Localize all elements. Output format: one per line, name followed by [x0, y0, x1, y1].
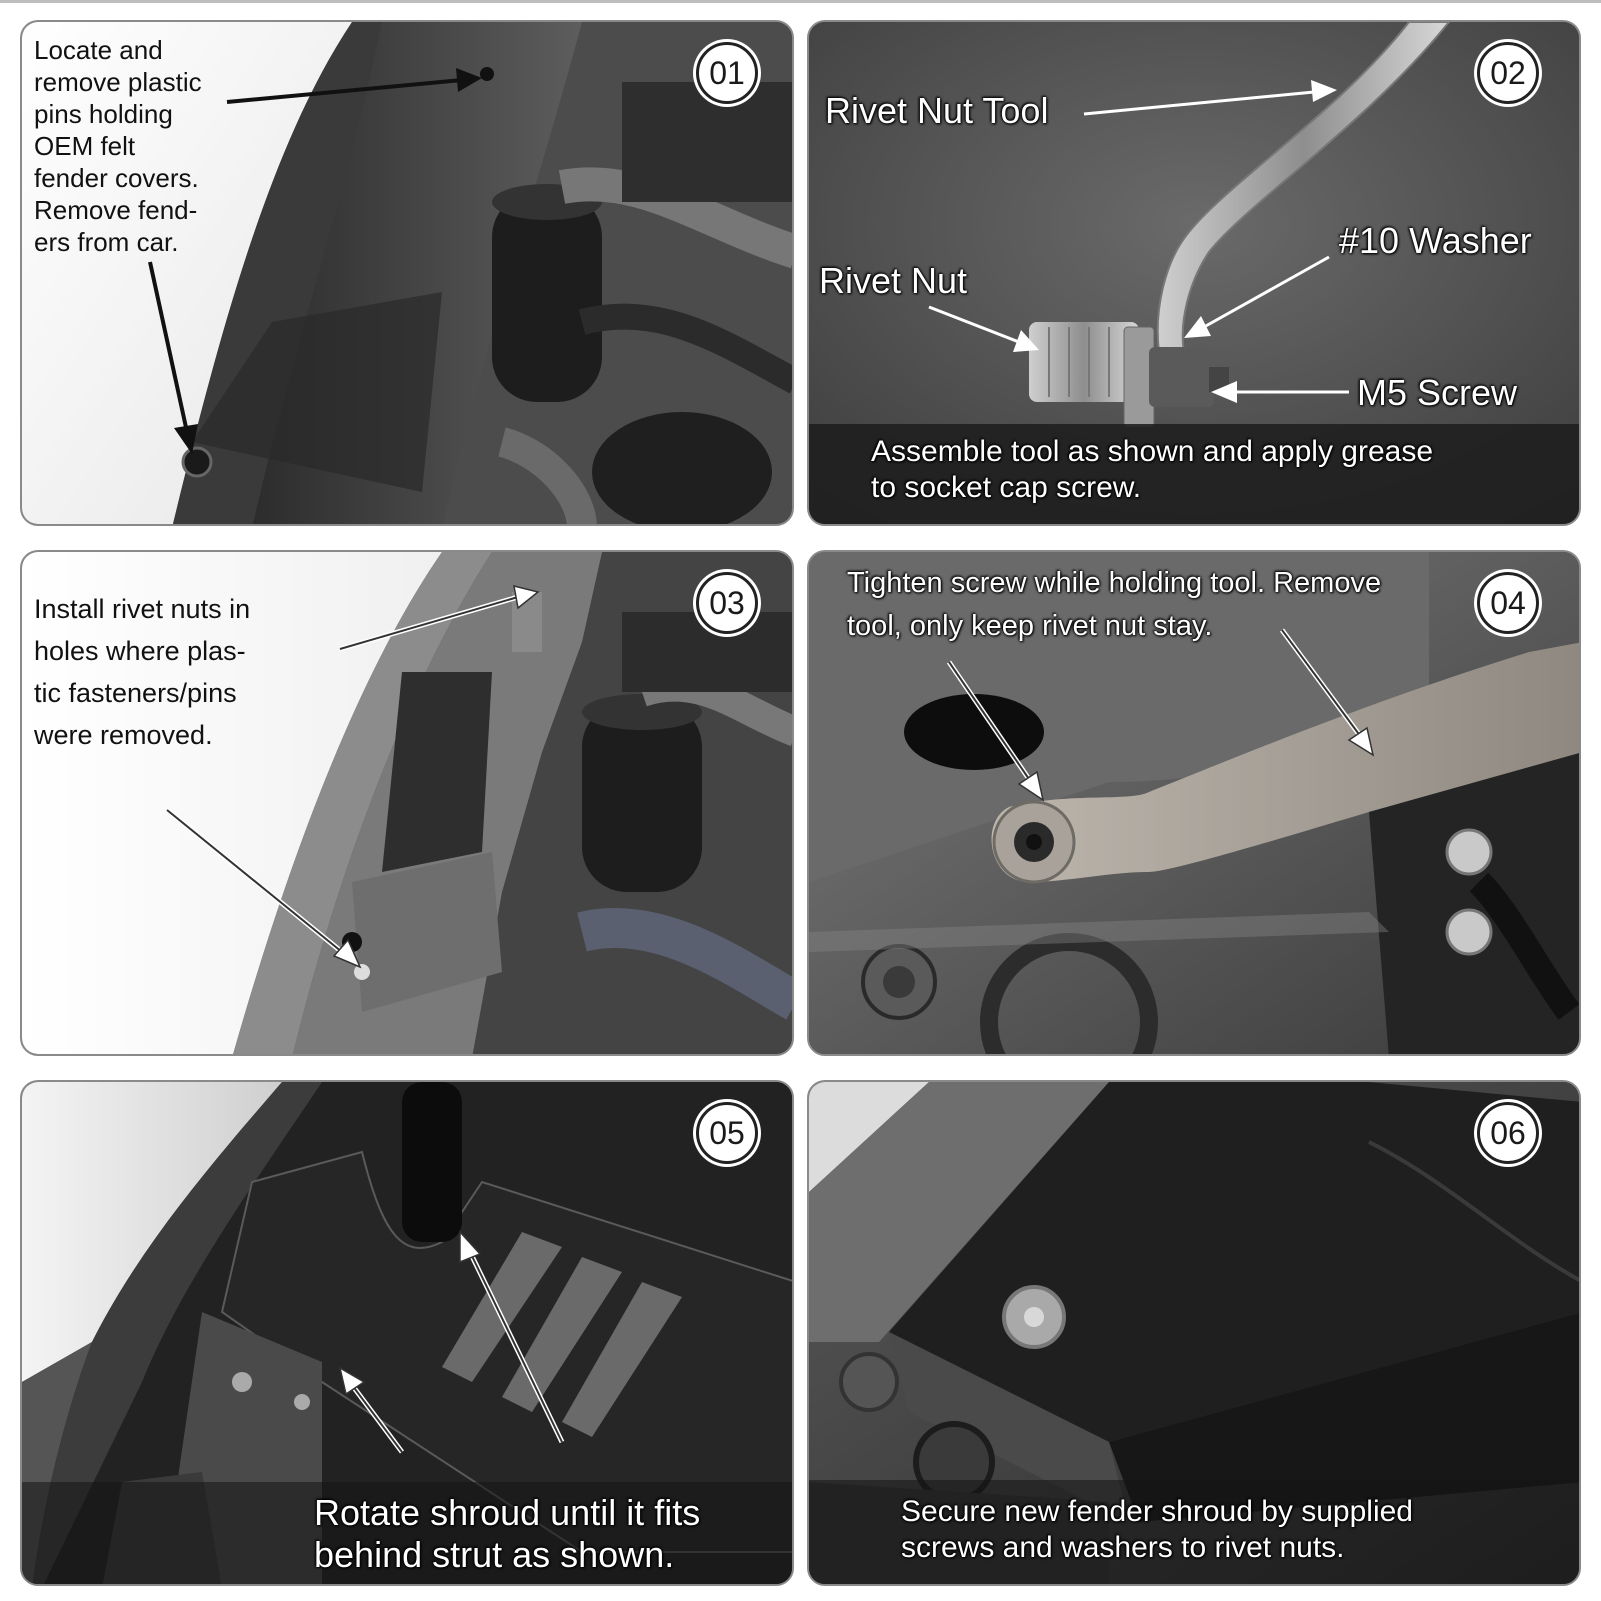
step-02-caption: Assemble tool as shown and apply grease …	[871, 434, 1433, 506]
caption-line: Tighten screw while holding tool. Remove	[847, 567, 1382, 599]
step-panel-05: Rotate shroud until it fits behind strut…	[20, 1080, 794, 1586]
step-panel-03: Install rivet nuts in holes where plas- …	[20, 550, 794, 1056]
step-panel-06: Secure new fender shroud by supplied scr…	[807, 1080, 1581, 1586]
rivet-install-photo	[809, 552, 1579, 1054]
shroud-secure-photo	[809, 1082, 1579, 1584]
step-06-caption: Secure new fender shroud by supplied scr…	[901, 1494, 1413, 1566]
label-rivet-nut-tool: Rivet Nut Tool	[825, 90, 1049, 131]
step-01-instructions: Locate and remove plastic pins holding O…	[34, 34, 202, 258]
instruction-line: tic fasteners/pins	[34, 678, 237, 708]
top-divider	[0, 0, 1601, 3]
instruction-line: were removed.	[34, 720, 213, 750]
instruction-line: Locate and	[34, 35, 163, 65]
step-panel-02: Rivet Nut Tool #10 Washer Rivet Nut M5 S…	[807, 20, 1581, 526]
label-m5-screw: M5 Screw	[1357, 372, 1518, 413]
step-number-badge: 06	[1477, 1102, 1539, 1164]
caption-line: Assemble tool as shown and apply grease	[871, 435, 1434, 468]
step-05-caption: Rotate shroud until it fits behind strut…	[314, 1492, 700, 1576]
caption-line: screws and washers to rivet nuts.	[901, 1531, 1345, 1564]
caption-line: Secure new fender shroud by supplied	[901, 1495, 1413, 1528]
caption-background	[809, 1480, 1579, 1584]
step-number-badge: 02	[1477, 42, 1539, 104]
step-panel-01: Locate and remove plastic pins holding O…	[20, 20, 794, 526]
instruction-line: Install rivet nuts in	[34, 594, 251, 624]
step-number-badge: 04	[1477, 572, 1539, 634]
instruction-line: OEM felt	[34, 131, 136, 161]
engine-bay-photo-01	[22, 22, 792, 524]
caption-background	[809, 424, 1579, 524]
instruction-line: fender covers.	[34, 163, 199, 193]
step-panel-04: Tighten screw while holding tool. Remove…	[807, 550, 1581, 1056]
label-washer: #10 Washer	[1339, 220, 1532, 261]
instruction-line: holes where plas-	[34, 636, 246, 666]
caption-line: behind strut as shown.	[314, 1534, 675, 1575]
step-04-caption: Tighten screw while holding tool. Remove…	[847, 562, 1381, 648]
step-number-badge: 03	[696, 572, 758, 634]
instruction-line: ers from car.	[34, 227, 179, 257]
caption-line: Rotate shroud until it fits	[314, 1492, 701, 1533]
caption-line: tool, only keep rivet nut stay.	[847, 610, 1213, 642]
step-03-instructions: Install rivet nuts in holes where plas- …	[34, 588, 250, 756]
instruction-line: pins holding	[34, 99, 173, 129]
label-rivet-nut: Rivet Nut	[819, 260, 968, 301]
caption-line: to socket cap screw.	[871, 471, 1142, 504]
step-number-badge: 05	[696, 1102, 758, 1164]
caption-background	[22, 1482, 792, 1584]
instruction-line: remove plastic	[34, 67, 202, 97]
step-number-badge: 01	[696, 42, 758, 104]
instruction-line: Remove fend-	[34, 195, 198, 225]
